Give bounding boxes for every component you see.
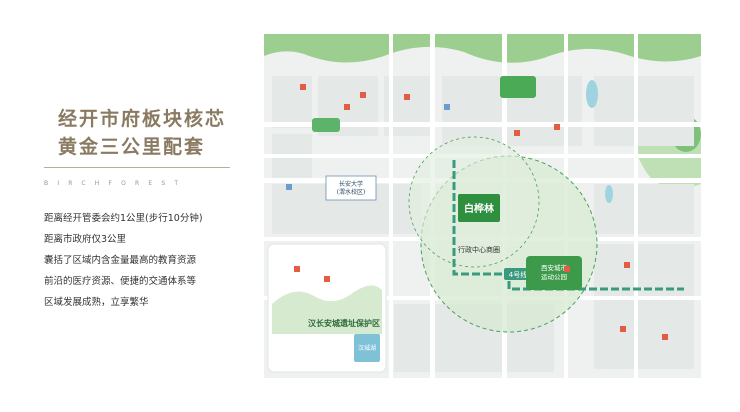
metro-line-badge (504, 268, 532, 280)
divider (44, 167, 230, 168)
poi-markers (286, 84, 668, 340)
block (272, 76, 312, 128)
hill (624, 114, 701, 189)
headline-line-1: 经开市府板块核芯 (58, 108, 227, 130)
metro-line-label: 4号线 (509, 270, 527, 279)
ruins-hills (272, 285, 382, 334)
block (594, 76, 694, 146)
ruins-sublabel: 汉城湖 (358, 344, 376, 352)
park-block (312, 118, 340, 132)
feature-item: 前沿的医疗资源、便捷的交通体系等 (44, 276, 197, 287)
feature-item: 囊括了区域内含金量最高的教育资源 (44, 255, 197, 266)
sports-park (526, 256, 582, 290)
university-label: 长安大学(渭水校区) (337, 180, 366, 196)
green-belt (264, 34, 701, 63)
university (325, 175, 377, 201)
block (594, 244, 694, 369)
ruins-label: 汉长安城遗址保护区 (308, 318, 380, 328)
pond (605, 185, 613, 203)
headline-line-2: 黄金三公里配套 (58, 136, 206, 158)
center-label: 行政中心商圈 (458, 245, 500, 254)
project-marker (458, 194, 500, 222)
project-logo: 白桦林 (464, 202, 495, 215)
feature-item: 距离市政府仅3公里 (44, 234, 127, 245)
pond (586, 80, 598, 108)
park-label: 西安城市运动公园 (541, 263, 568, 281)
location-map: 4号线 西安城市运动公园 长安大学(渭水校区) 白桦林 行政中心商圈 汉长安城遗… (264, 34, 701, 378)
range-circle-inner-outline (408, 136, 540, 268)
brand-name: BIRCHFOREST (44, 180, 188, 187)
lake (354, 334, 380, 362)
feature-item: 距离经开管委会约1公里(步行10分钟) (44, 213, 203, 224)
intro-panel: 经开市府板块核芯 黄金三公里配套 BIRCHFOREST 距离经开管委会约1公里… (0, 0, 262, 412)
map-canvas: 4号线 西安城市运动公园 长安大学(渭水校区) 白桦林 行政中心商圈 汉长安城遗… (264, 34, 701, 378)
feature-item: 区域发展成熟，立享繁华 (44, 297, 149, 308)
park-block (500, 76, 536, 98)
